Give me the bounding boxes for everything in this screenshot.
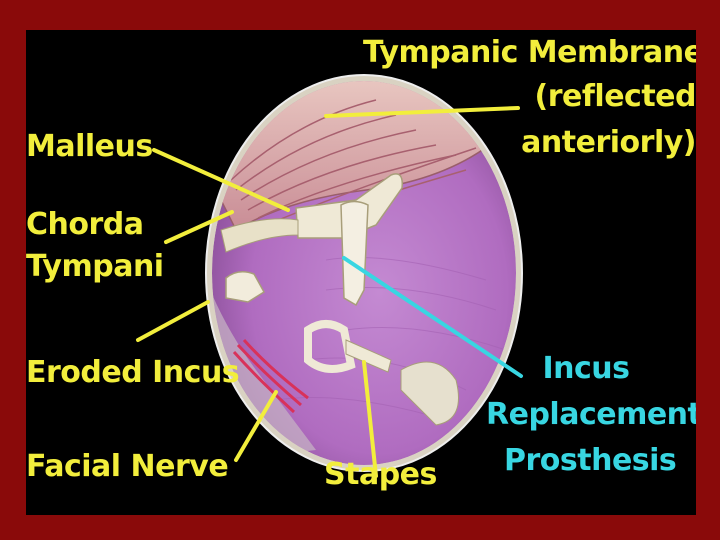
label-eroded-incus: Eroded Incus: [26, 355, 240, 390]
diagram-frame: Tympanic Membrane (reflected anteriorly)…: [26, 30, 696, 515]
label-malleus: Malleus: [26, 129, 153, 164]
label-stapes: Stapes: [324, 457, 437, 492]
label-chorda-tympani-line2: Tympani: [26, 249, 164, 284]
label-tympanic-membrane-line3: anteriorly): [521, 125, 696, 160]
chorda-tympani: [220, 218, 299, 253]
middle-ear-illustration: [136, 74, 523, 478]
eroded-incus: [225, 271, 266, 303]
pointer-facial-nerve: [234, 390, 278, 462]
pointer-tympanic-membrane: [324, 106, 520, 118]
label-incus-replacement-line3: Prosthesis: [504, 443, 677, 478]
incus-prosthesis: [340, 200, 369, 307]
label-facial-nerve: Facial Nerve: [26, 449, 229, 484]
label-incus-replacement-line1: Incus: [542, 351, 630, 386]
label-incus-replacement-line2: Replacement: [486, 397, 696, 432]
pointer-chorda-tympani: [164, 210, 234, 244]
pointer-malleus: [152, 148, 290, 212]
stapes-bone: [304, 320, 392, 373]
promontory-bone: [400, 361, 459, 426]
pointer-eroded-incus: [136, 300, 210, 342]
pointer-incus-replacement: [342, 256, 523, 378]
label-tympanic-membrane-line2: (reflected: [534, 79, 696, 114]
facial-nerve: [232, 338, 309, 414]
label-tympanic-membrane: Tympanic Membrane: [363, 35, 696, 70]
label-chorda-tympani-line1: Chorda: [26, 207, 144, 242]
pointer-stapes: [362, 360, 378, 478]
